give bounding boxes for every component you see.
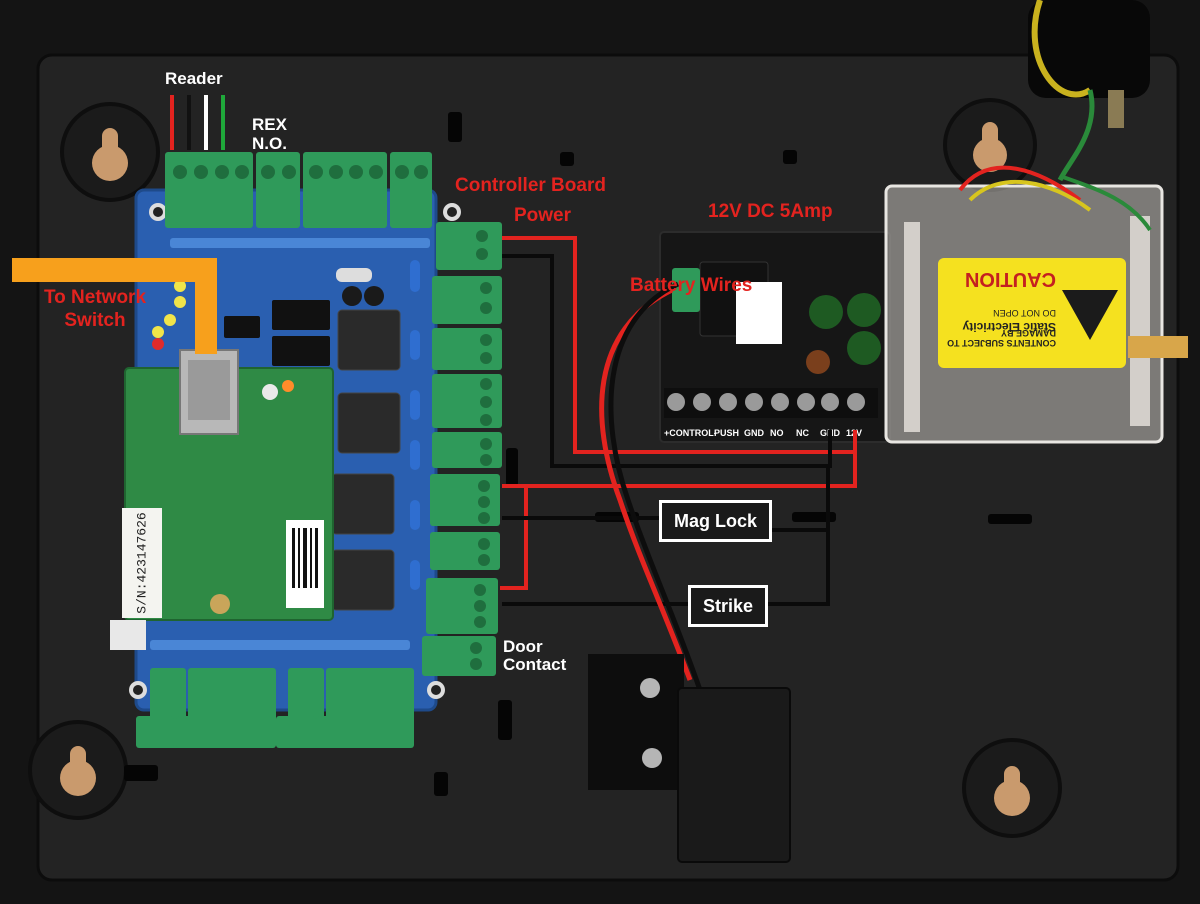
bottom-terminal-blocks	[136, 668, 414, 748]
rex-label-line1: REX	[252, 115, 287, 134]
serial-number-sticker: S/N:423147626	[122, 508, 162, 618]
terminal-label: PUSH	[714, 428, 739, 438]
battery-wires-label: Battery Wires	[630, 275, 753, 296]
network-label-line2: Switch	[64, 310, 126, 331]
door-contact-label-line2: Contact	[503, 655, 567, 674]
network-label-line1: To Network	[43, 287, 147, 308]
terminal-label: +CONTROL-	[664, 428, 717, 438]
caution-sticker: CONTENTS SUBJECT TO DAMAGE BY Static Ele…	[938, 258, 1126, 368]
controller-power-label-line1: Controller Board	[455, 175, 606, 196]
reader-wires	[170, 95, 225, 150]
network-cable	[12, 258, 217, 354]
terminal-label: NC	[796, 428, 809, 438]
caution-word: CAUTION	[964, 268, 1056, 290]
battery-wires	[599, 281, 703, 691]
mount-hole-bottom-left	[28, 720, 128, 820]
serial-number-text: S/N:423147626	[134, 512, 150, 614]
warning-triangle-icon	[1062, 290, 1118, 340]
power-supply-board: +CONTROL- PUSH GND NO NC GND 12V	[659, 231, 891, 443]
door-contact-sensor	[588, 654, 791, 863]
mount-hole-top-right	[943, 98, 1037, 192]
reader-label: Reader	[165, 69, 223, 88]
strike-label: Strike	[688, 585, 768, 627]
terminal-label: GND	[744, 428, 765, 438]
network-module	[124, 349, 334, 621]
mount-hole-bottom-right	[962, 738, 1062, 838]
terminal-label: NO	[770, 428, 784, 438]
top-terminal-blocks	[165, 152, 432, 228]
caution-line3: DO NOT OPEN	[993, 308, 1056, 318]
terminal-labels: +CONTROL- PUSH GND NO NC GND 12V	[664, 428, 862, 438]
psu-rating-label: 12V DC 5Amp	[708, 201, 833, 222]
mount-hole-top-left	[60, 102, 160, 202]
caution-line2: Static Electricity	[962, 320, 1056, 334]
door-contact-label-line1: Door	[503, 637, 543, 656]
controller-power-label-line2: Power	[514, 205, 572, 226]
mains-cable	[1028, 0, 1150, 182]
rex-label-line2: N.O.	[252, 134, 287, 153]
mag-lock-label: Mag Lock	[659, 500, 772, 542]
